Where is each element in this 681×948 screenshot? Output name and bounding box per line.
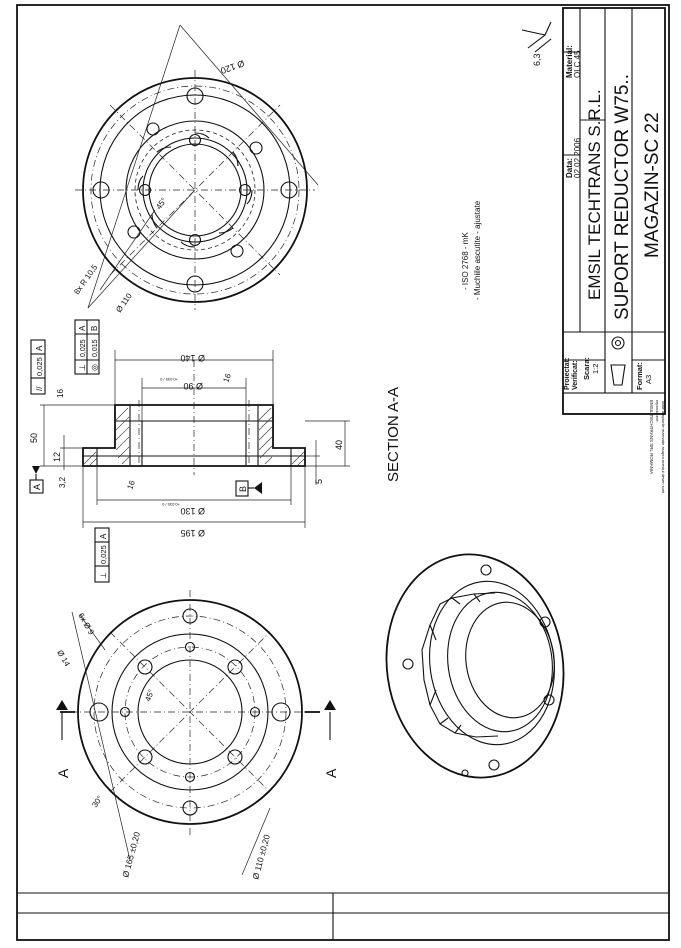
gdt-perp2-datum: A — [99, 533, 108, 539]
dim-30-bottom: 30° — [90, 794, 104, 809]
gdt-perp-conc-frame: A 0,025 ⊥ B 0,015 ◎ — [74, 319, 100, 375]
gdt-parallel-datum: A — [35, 345, 44, 351]
note-edges: - Muchiile ascutite - ajustate — [473, 200, 482, 300]
dim-d195: Ø 195 — [180, 528, 205, 538]
dim-h12: 12 — [52, 452, 62, 462]
dim-d130: Ø 130 — [180, 506, 205, 516]
dim-ch16a: 16 — [221, 372, 233, 384]
scara-label: Scara: — [582, 357, 591, 380]
title-block: Material: OLC 45 Data: 02.02.2006 EMSIL … — [562, 7, 666, 494]
proiectat-label: Proiectat: — [564, 358, 571, 390]
gdt-perp-symbol: ⊥ — [78, 364, 87, 371]
dim-d130-tol: +0.035 / 0 — [161, 502, 180, 507]
copyright-line-3: Toate drepturile rezervate asupra acestu… — [661, 400, 666, 494]
company-name: EMSIL TECHTRANS S.R.L. — [585, 89, 604, 300]
gdt-parallel-tol: 0,025 — [35, 357, 44, 376]
surface-finish-symbol: 6,3 — [521, 21, 552, 66]
dim-d14: Ø 14 — [55, 649, 72, 669]
dim-d120-top: Ø 120 — [219, 58, 245, 76]
surface-finish-value: 6,3 — [532, 53, 542, 66]
gdt-parallel-frame: A 0,025 // — [30, 339, 46, 395]
section-hatching — [83, 407, 306, 466]
gdt-perp2-frame: A 0,025 ⊥ — [94, 527, 110, 583]
datum-a-label: A — [32, 484, 42, 490]
gdt-perp2-tol: 0,025 — [99, 545, 108, 564]
dim-d110-top: Ø 110 — [114, 291, 134, 314]
gdt-conc-tol: 0,015 — [92, 339, 99, 357]
data-label: Data: — [565, 158, 574, 178]
material-value: OLC 45 — [573, 50, 582, 78]
gdt-perp-tol: 0,025 — [80, 339, 87, 357]
section-arrow-label-right: A — [323, 768, 339, 778]
top-flange-view: Ø 120 8x R 10,5 Ø 110 45° — [72, 24, 319, 314]
gdt-parallel-symbol: // — [35, 386, 44, 391]
scara-value: 1:2 — [591, 364, 600, 374]
dim-ra32: 3,2 — [58, 476, 67, 488]
gdt-perp-datum: A — [78, 325, 87, 331]
dim-r105-top: 8x R 10,5 — [72, 262, 99, 296]
gdt-conc-datum: B — [90, 326, 99, 331]
dim-d9: 6x Ø 9 — [76, 612, 96, 637]
gdt-conc-symbol: ◎ — [90, 364, 99, 371]
section-title: SECTION A-A — [385, 387, 402, 482]
section-view: Ø 140 Ø 90 +0.035 / 0 16 Ø 130 +0.035 / … — [29, 319, 402, 583]
dim-h50: 50 — [29, 433, 39, 443]
format-value: A3 — [644, 375, 653, 384]
dim-d110-bottom: Ø 110 ±0,20 — [250, 833, 272, 880]
format-label: Format: — [635, 362, 644, 390]
copyright-line-2: reproducere. — [655, 400, 660, 423]
dim-h5: 5 — [314, 479, 324, 484]
dim-d90-tol: +0.035 / 0 — [159, 377, 178, 382]
part-name: SUPORT REDUCTOR W75.. — [612, 74, 633, 320]
section-arrow-label-left: A — [55, 768, 71, 778]
dim-45-top: 45° — [154, 196, 168, 211]
isometric-view — [385, 553, 565, 779]
verificat-label: Verificat: — [572, 360, 579, 390]
copyright-line-1: EMSIL TECHTRANS SRL ROMANIA — [649, 400, 654, 474]
dim-ra16: 16 — [56, 389, 65, 398]
dim-ch16b: 16 — [125, 479, 137, 491]
datum-b-label: B — [238, 486, 248, 492]
dim-d140: Ø 140 — [180, 353, 205, 363]
dim-h40: 40 — [334, 440, 344, 450]
dim-d165: Ø 165 ±0,20 — [120, 831, 142, 879]
bottom-flange-view: A A Ø 165 ±0,20 Ø 110 ±0,20 6x Ø 9 Ø 14 … — [55, 590, 339, 881]
dim-d90: Ø 90 — [183, 381, 203, 391]
gdt-perp2-symbol: ⊥ — [99, 572, 108, 579]
drawing-number: MAGAZIN-SC 22 — [642, 112, 663, 258]
note-iso: - ISO 2768 - mK — [461, 232, 470, 290]
dim-45-bottom: 45° — [143, 688, 156, 702]
projection-symbol — [610, 336, 626, 386]
material-label: Material: — [565, 45, 574, 78]
data-value: 02.02.2006 — [573, 137, 582, 178]
outer-border — [16, 4, 670, 941]
